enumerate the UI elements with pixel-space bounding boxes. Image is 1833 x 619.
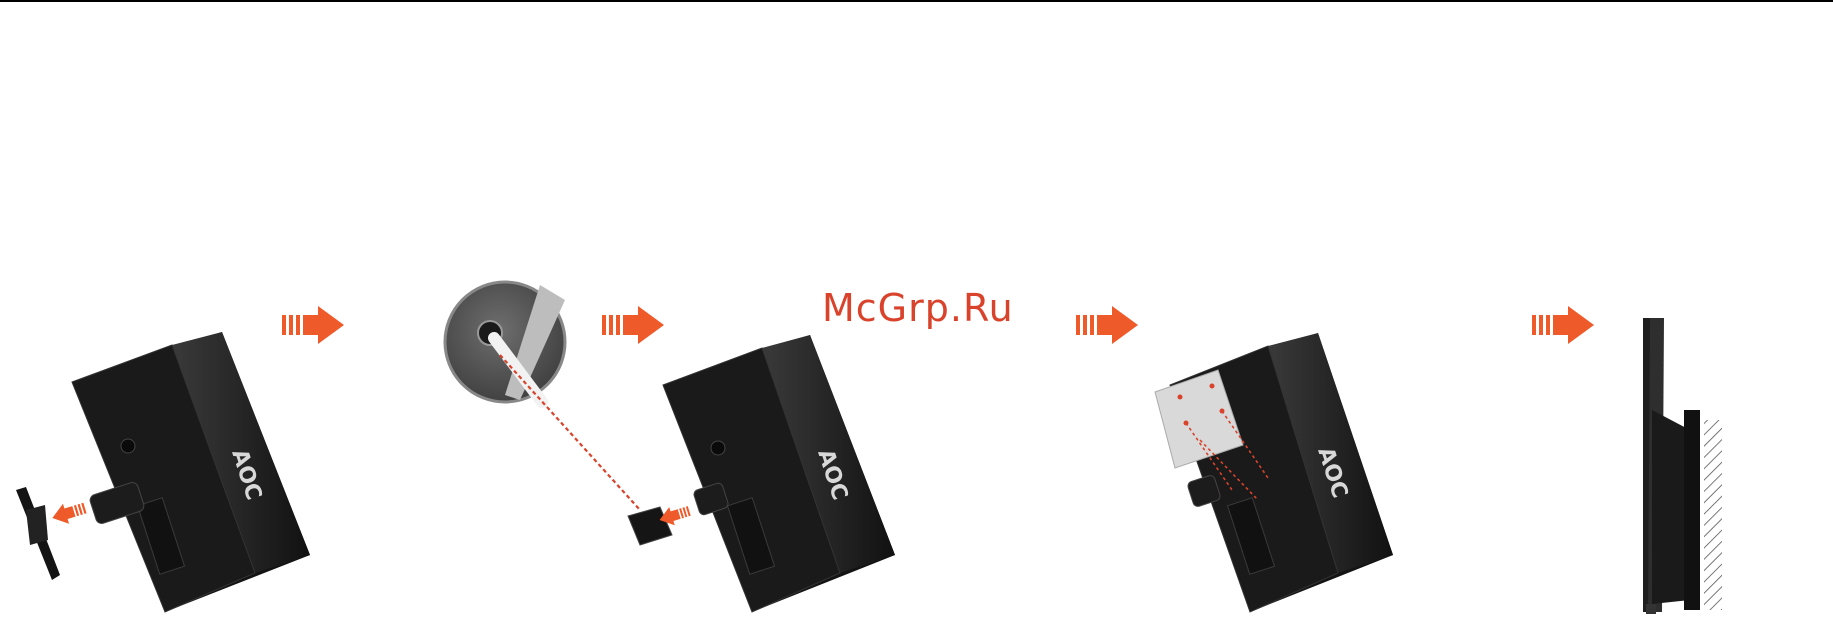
monitor-back-housing: AOC <box>663 335 895 612</box>
wall-bracket <box>1684 410 1700 610</box>
monitor-back-housing: AOC <box>72 332 310 612</box>
step-arrow-icon <box>1532 306 1594 344</box>
step-3-attach-wall-plate: AOC <box>1155 333 1393 612</box>
leader-line <box>500 355 640 510</box>
zoom-inset <box>445 282 565 402</box>
step-2-remove-neck-cover: AOC <box>445 282 895 612</box>
stand-base <box>16 487 60 580</box>
step-4-wall-mounted <box>1643 318 1722 614</box>
step-1-remove-base: AOC <box>16 332 310 612</box>
step-arrow-icon <box>282 306 344 344</box>
remove-arrow-icon <box>49 498 88 528</box>
step-arrow-icon <box>1076 306 1138 344</box>
monitor-side-profile <box>1643 318 1690 614</box>
watermark-text: McGrp.Ru <box>822 286 1014 330</box>
wall-hatch <box>1704 420 1722 610</box>
step-arrow-icon <box>602 306 664 344</box>
